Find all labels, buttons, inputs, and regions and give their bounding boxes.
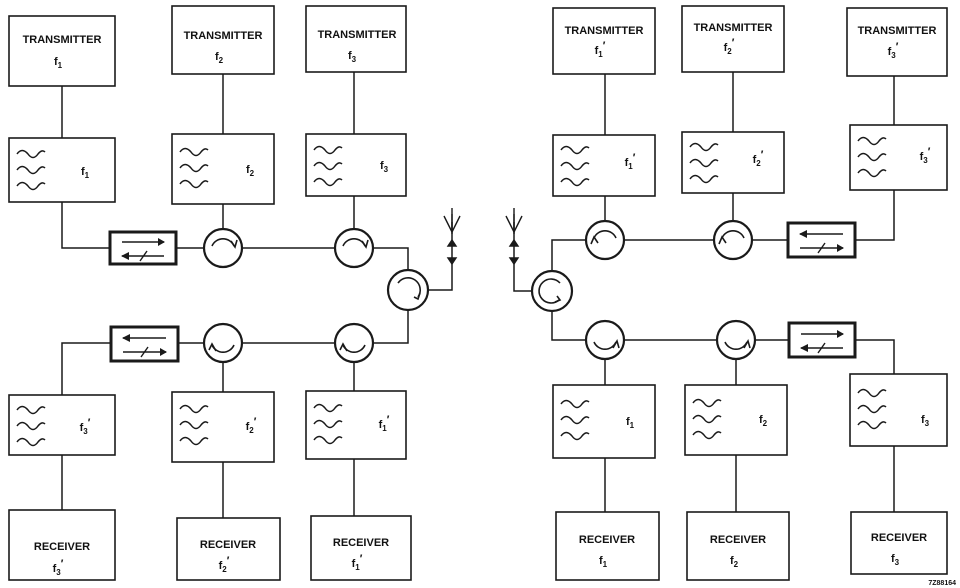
frequency-label: f1	[599, 555, 608, 569]
filter-frequency: f3	[380, 160, 389, 174]
frequency-label: f3′	[53, 558, 64, 577]
filter-frequency: f3′	[920, 146, 931, 165]
bandpass-filter-icon	[179, 147, 209, 189]
filter-frequency: f3	[921, 414, 930, 428]
bandpass-filter-icon	[692, 398, 722, 440]
transmitter-label: TRANSMITTER	[694, 22, 773, 34]
left-antenna-icon	[443, 208, 461, 266]
filter-frequency: f3′	[80, 417, 91, 436]
left-tx-filter-f1: f1	[8, 137, 116, 203]
receiver-label: RECEIVER	[871, 532, 927, 544]
circulator-icon	[584, 219, 626, 261]
receiver-label: RECEIVER	[333, 537, 389, 549]
bandpass-filter-icon	[857, 388, 887, 430]
circulator-icon	[712, 219, 754, 261]
filter-frequency: f2	[246, 164, 255, 178]
circulator-icon	[584, 319, 626, 361]
main-circulator-icon	[386, 268, 430, 312]
receiver-label: RECEIVER	[579, 534, 635, 546]
filter-frequency: f1	[626, 416, 635, 430]
filter-frequency: f1′	[379, 414, 390, 433]
right-tx-filter-f2-prime: f2′	[681, 131, 785, 194]
main-circulator-icon	[530, 269, 574, 313]
bandpass-filter-icon	[689, 142, 719, 184]
filter-frequency: f1′	[625, 152, 636, 171]
bandpass-filter-icon	[16, 149, 46, 191]
left-tx-filter-f3: f3	[305, 133, 407, 197]
left-rx-filter-f1-prime: f1′	[305, 390, 407, 460]
left-receiver-f2-prime: RECEIVER f2′	[176, 517, 281, 581]
left-receiver-f3-prime: RECEIVER f3′	[8, 509, 116, 581]
filter-frequency: f1	[81, 166, 90, 180]
frequency-label: f2	[730, 555, 739, 569]
frequency-label: f3′	[888, 41, 899, 60]
right-receiver-f2: RECEIVER f2	[686, 511, 790, 581]
bandpass-filter-icon	[560, 399, 590, 441]
right-rx-isolator-icon	[787, 321, 857, 359]
right-receiver-f3: RECEIVER f3	[850, 511, 948, 575]
frequency-label: f1′	[352, 553, 363, 572]
transmitter-label: TRANSMITTER	[318, 29, 397, 41]
transmitter-label: TRANSMITTER	[858, 25, 937, 37]
filter-frequency: f2′	[246, 416, 257, 435]
receiver-label: RECEIVER	[710, 534, 766, 546]
bandpass-filter-icon	[179, 404, 209, 446]
right-tx-filter-f1-prime: f1′	[552, 134, 656, 197]
left-transmitter-f1: TRANSMITTER f1	[8, 15, 116, 87]
right-tx-isolator-icon	[786, 221, 857, 259]
filter-frequency: f2′	[753, 149, 764, 168]
transmitter-label: TRANSMITTER	[23, 34, 102, 46]
left-tx-isolator-icon	[108, 230, 178, 266]
frequency-label: f2	[215, 51, 224, 65]
bandpass-filter-icon	[857, 136, 887, 178]
right-transmitter-f2-prime: TRANSMITTER f2′	[681, 5, 785, 73]
right-transmitter-f3-prime: TRANSMITTER f3′	[846, 7, 948, 77]
figure-code: 7Z88164	[928, 580, 956, 587]
right-rx-filter-f2: f2	[684, 384, 788, 456]
frequency-label: f3	[348, 50, 357, 64]
receiver-label: RECEIVER	[34, 541, 90, 553]
left-transmitter-f3: TRANSMITTER f3	[305, 5, 407, 73]
bandpass-filter-icon	[16, 405, 46, 447]
left-rx-isolator-icon	[109, 325, 180, 363]
circulator-icon	[333, 322, 375, 364]
right-tx-filter-f3-prime: f3′	[849, 124, 948, 191]
bandpass-filter-icon	[560, 145, 590, 187]
circulator-icon	[202, 227, 244, 269]
circulator-icon	[202, 322, 244, 364]
transmitter-label: TRANSMITTER	[565, 25, 644, 37]
left-rx-filter-f2-prime: f2′	[171, 391, 275, 463]
filter-frequency: f2	[759, 414, 768, 428]
circulator-icon	[715, 319, 757, 361]
left-tx-filter-f2: f2	[171, 133, 275, 205]
frequency-label: f3	[891, 553, 900, 567]
right-rx-filter-f3: f3	[849, 373, 948, 447]
bandpass-filter-icon	[313, 403, 343, 445]
frequency-label: f1	[54, 56, 63, 70]
frequency-label: f2′	[219, 555, 230, 574]
bandpass-filter-icon	[313, 145, 343, 187]
left-receiver-f1-prime: RECEIVER f1′	[310, 515, 412, 581]
right-antenna-icon	[505, 208, 523, 266]
frequency-label: f2′	[724, 37, 735, 56]
receiver-label: RECEIVER	[200, 539, 256, 551]
right-rx-filter-f1: f1	[552, 384, 656, 459]
left-rx-filter-f3-prime: f3′	[8, 394, 116, 456]
frequency-label: f1′	[595, 40, 606, 59]
right-receiver-f1: RECEIVER f1	[555, 511, 660, 581]
transmitter-label: TRANSMITTER	[184, 30, 263, 42]
right-transmitter-f1-prime: TRANSMITTER f1′	[552, 7, 656, 75]
circulator-icon	[333, 227, 375, 269]
left-transmitter-f2: TRANSMITTER f2	[171, 5, 275, 75]
